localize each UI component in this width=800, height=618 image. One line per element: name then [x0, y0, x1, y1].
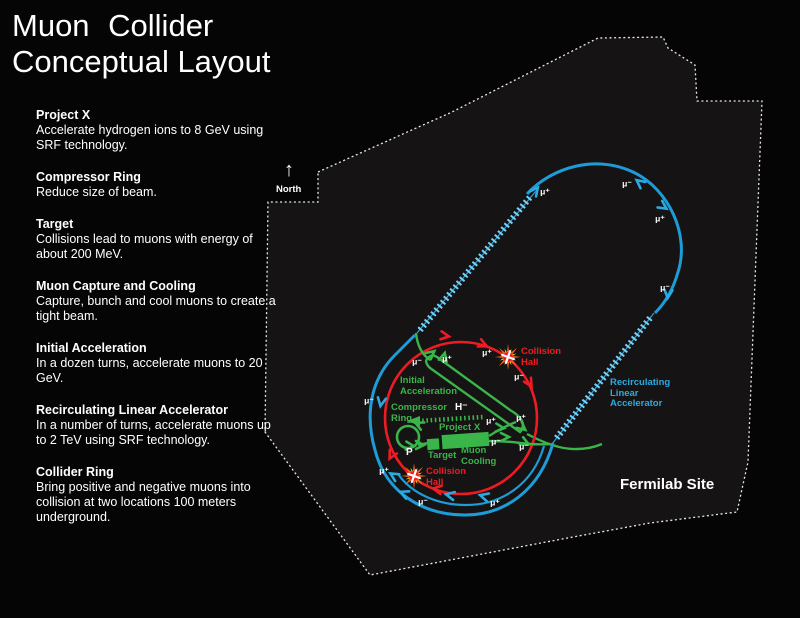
- legend-heading-project-x: Project X: [36, 108, 91, 122]
- legend-desc-target: Collisions lead to muons with energy of …: [36, 232, 253, 261]
- title-line1: Muon Collider: [12, 8, 214, 43]
- direction-chevron: [634, 178, 647, 190]
- north-arrow-icon: ↑: [284, 159, 294, 181]
- direction-chevron: [430, 484, 443, 496]
- muon-label: μ⁺: [540, 186, 550, 197]
- page-title: Muon Collider Conceptual Layout: [12, 8, 271, 80]
- direction-chevron: [388, 448, 399, 462]
- legend-desc-collider-ring: Bring positive and negative muons into c…: [36, 480, 251, 524]
- muon-label: μ⁺: [490, 497, 500, 508]
- muon-label: μ⁻: [514, 371, 524, 382]
- rla-left-straight-hashes: [417, 193, 534, 333]
- beam-direction-arrows: [376, 178, 674, 503]
- direction-chevron: [656, 199, 669, 211]
- muon-label: μ⁺: [482, 347, 492, 358]
- h-minus-label: H⁻: [455, 402, 468, 413]
- direction-chevron: [404, 440, 417, 451]
- direction-chevron: [494, 422, 507, 433]
- direction-chevron: [414, 439, 427, 451]
- legend-desc-compressor-ring: Reduce size of beam.: [36, 185, 157, 199]
- muon-label: μ⁺: [486, 415, 496, 426]
- direction-chevron: [663, 288, 674, 301]
- muon-label: μ⁻: [418, 496, 428, 507]
- project-x-label: Project X: [439, 422, 481, 433]
- muon-label: μ⁻: [364, 395, 374, 406]
- legend-desc-initial-acceleration: In a dozen turns, accelerate muons to 20…: [36, 356, 263, 385]
- direction-chevron: [518, 435, 532, 446]
- direction-chevron: [376, 396, 388, 409]
- rla-right-straight-hashes: [552, 316, 653, 442]
- direction-chevron: [443, 490, 457, 502]
- direction-chevron: [387, 471, 401, 483]
- muon-label: μ⁺: [379, 465, 389, 476]
- legend: Project X Accelerate hydrogen ions to 8 …: [36, 108, 276, 542]
- title-line2: Conceptual Layout: [12, 44, 271, 79]
- rla-label: Recirculating Linear Accelerator: [610, 377, 671, 409]
- direction-chevron: [499, 431, 512, 443]
- direction-chevron: [412, 421, 426, 432]
- legend-heading-rla: Recirculating Linear Accelerator: [36, 403, 228, 417]
- rla-upper-loop: [525, 162, 683, 315]
- rla-lower-loop-inner: [397, 445, 546, 507]
- project-x-linac: [417, 414, 485, 424]
- muon-label: μ⁻: [491, 436, 501, 447]
- muon-label: μ⁻: [660, 282, 670, 293]
- collider-ring: [383, 340, 539, 496]
- north-label: North: [276, 184, 302, 195]
- muon-label: μ⁻: [412, 356, 422, 367]
- legend-heading-muon-capture: Muon Capture and Cooling: [36, 279, 196, 293]
- muon-cooling-block: [441, 431, 490, 450]
- direction-chevron: [437, 350, 448, 364]
- direction-chevron: [476, 337, 490, 348]
- rla-lower-loop: [368, 333, 555, 517]
- direction-chevron: [397, 489, 411, 500]
- legend-heading-collider-ring: Collider Ring: [36, 465, 114, 479]
- fermilab-site-label: Fermilab Site: [620, 476, 715, 493]
- direction-chevron: [528, 185, 540, 198]
- green-branch-lower: [488, 439, 551, 446]
- green-transfer-right: [526, 432, 603, 451]
- collision-cross-icon: [501, 350, 515, 364]
- direction-chevron: [439, 330, 452, 341]
- direction-chevron: [515, 420, 528, 432]
- initial-acceleration-loop: [425, 353, 525, 434]
- collision-cross-icon: [407, 469, 421, 483]
- muon-label: μ⁺: [516, 412, 526, 423]
- legend-desc-rla: In a number of turns, accelerate muons u…: [36, 418, 271, 447]
- legend-heading-initial-acceleration: Initial Acceleration: [36, 341, 147, 355]
- direction-chevron: [477, 492, 491, 503]
- legend-desc-project-x: Accelerate hydrogen ions to 8 GeV using …: [36, 123, 264, 152]
- collision-hall-lower-label: Collision Hall: [426, 466, 467, 488]
- legend-heading-target: Target: [36, 217, 74, 231]
- collision-hall-starbursts: [401, 344, 521, 489]
- compressor-ring-label: Compressor Ring: [391, 402, 447, 424]
- target-cooling-group: [426, 431, 490, 451]
- muon-label: μ⁻: [519, 441, 529, 452]
- muon-label: μ⁺: [442, 353, 452, 364]
- muon-cooling-label: Muon Cooling: [461, 445, 497, 467]
- initial-acceleration-label: Initial Acceleration: [400, 375, 458, 397]
- site-boundary: [264, 36, 763, 576]
- target-block: [426, 438, 440, 451]
- direction-chevron: [424, 349, 437, 361]
- target-label: Target: [428, 450, 457, 461]
- collision-hall-upper-label: Collision Hall: [521, 346, 562, 368]
- muon-label: μ⁺: [655, 213, 665, 224]
- proton-label: P: [406, 447, 413, 458]
- direction-chevron: [522, 376, 533, 390]
- muon-label: μ⁻: [622, 178, 632, 189]
- legend-desc-muon-capture: Capture, bunch and cool muons to create …: [36, 294, 276, 323]
- legend-heading-compressor-ring: Compressor Ring: [36, 170, 141, 184]
